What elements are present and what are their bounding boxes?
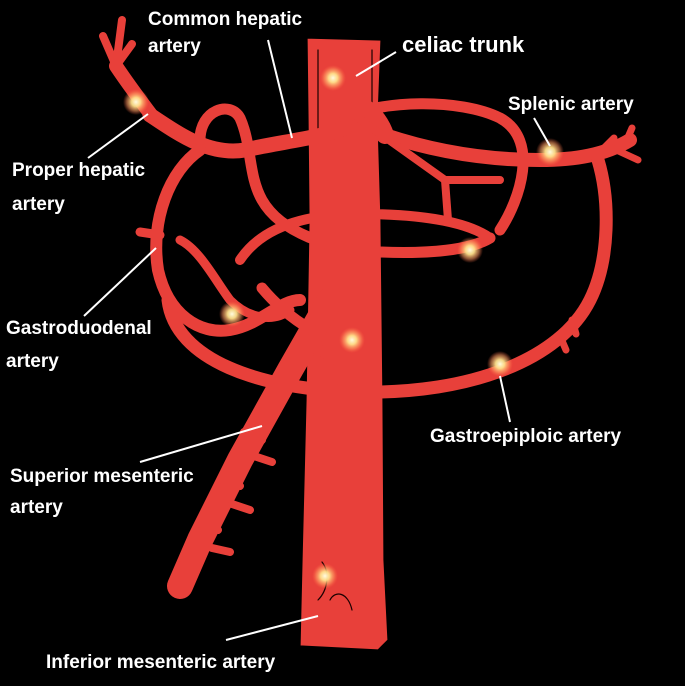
proper-hepatic-fork [99, 16, 136, 70]
gastroepiploic-inner-arc [235, 209, 495, 265]
node-splenic [536, 138, 564, 166]
label-superior-mesenteric-line1: Superior mesenteric [10, 466, 194, 487]
label-celiac-trunk: celiac trunk [402, 32, 525, 57]
leader-inferior-mesenteric [225, 615, 319, 641]
gastroduodenal-small-loop [175, 235, 295, 322]
label-superior-mesenteric-line2: artery [10, 497, 63, 518]
splenic-inner-bar [441, 176, 452, 224]
leader-celiac-trunk [355, 51, 397, 77]
splenic-upper-arc [339, 98, 529, 236]
node-gastric [457, 237, 483, 263]
leader-common-hepatic [267, 39, 293, 139]
label-gastroduodenal-line1: Gastroduodenal [6, 318, 152, 339]
label-inferior-mesenteric: Inferior mesenteric artery [46, 652, 276, 673]
leader-superior-mesenteric [139, 425, 263, 463]
label-gastroduodenal-line2: artery [6, 351, 59, 372]
node-common-hepatic [320, 65, 346, 91]
label-proper-hepatic-line2: artery [12, 194, 65, 215]
leader-gastroduodenal [83, 247, 157, 317]
leader-splenic [533, 117, 551, 147]
node-sma-root [339, 327, 365, 353]
label-proper-hepatic-line1: Proper hepatic [12, 160, 145, 181]
node-gastroepiploic [487, 351, 513, 377]
node-proper-hepatic [123, 89, 149, 115]
label-splenic-artery: Splenic artery [508, 94, 634, 115]
node-gastroduodenal [219, 301, 245, 327]
hepatic-upper-loop [194, 103, 496, 258]
gastroduodenal-stub [135, 227, 165, 240]
splenic-terminal-branches [596, 124, 642, 164]
gastroepiploic-arc [161, 153, 613, 399]
label-common-hepatic-line2: artery [148, 36, 201, 57]
node-inferior-mesenteric [312, 563, 338, 589]
label-gastroepiploic: Gastroepiploic artery [430, 426, 622, 447]
leader-proper-hepatic [87, 113, 149, 159]
gastroepiploic-stubs [556, 316, 580, 354]
label-common-hepatic-line1: Common hepatic [148, 9, 303, 30]
leader-gastroepiploic [499, 375, 511, 423]
sma-branches [180, 428, 276, 570]
